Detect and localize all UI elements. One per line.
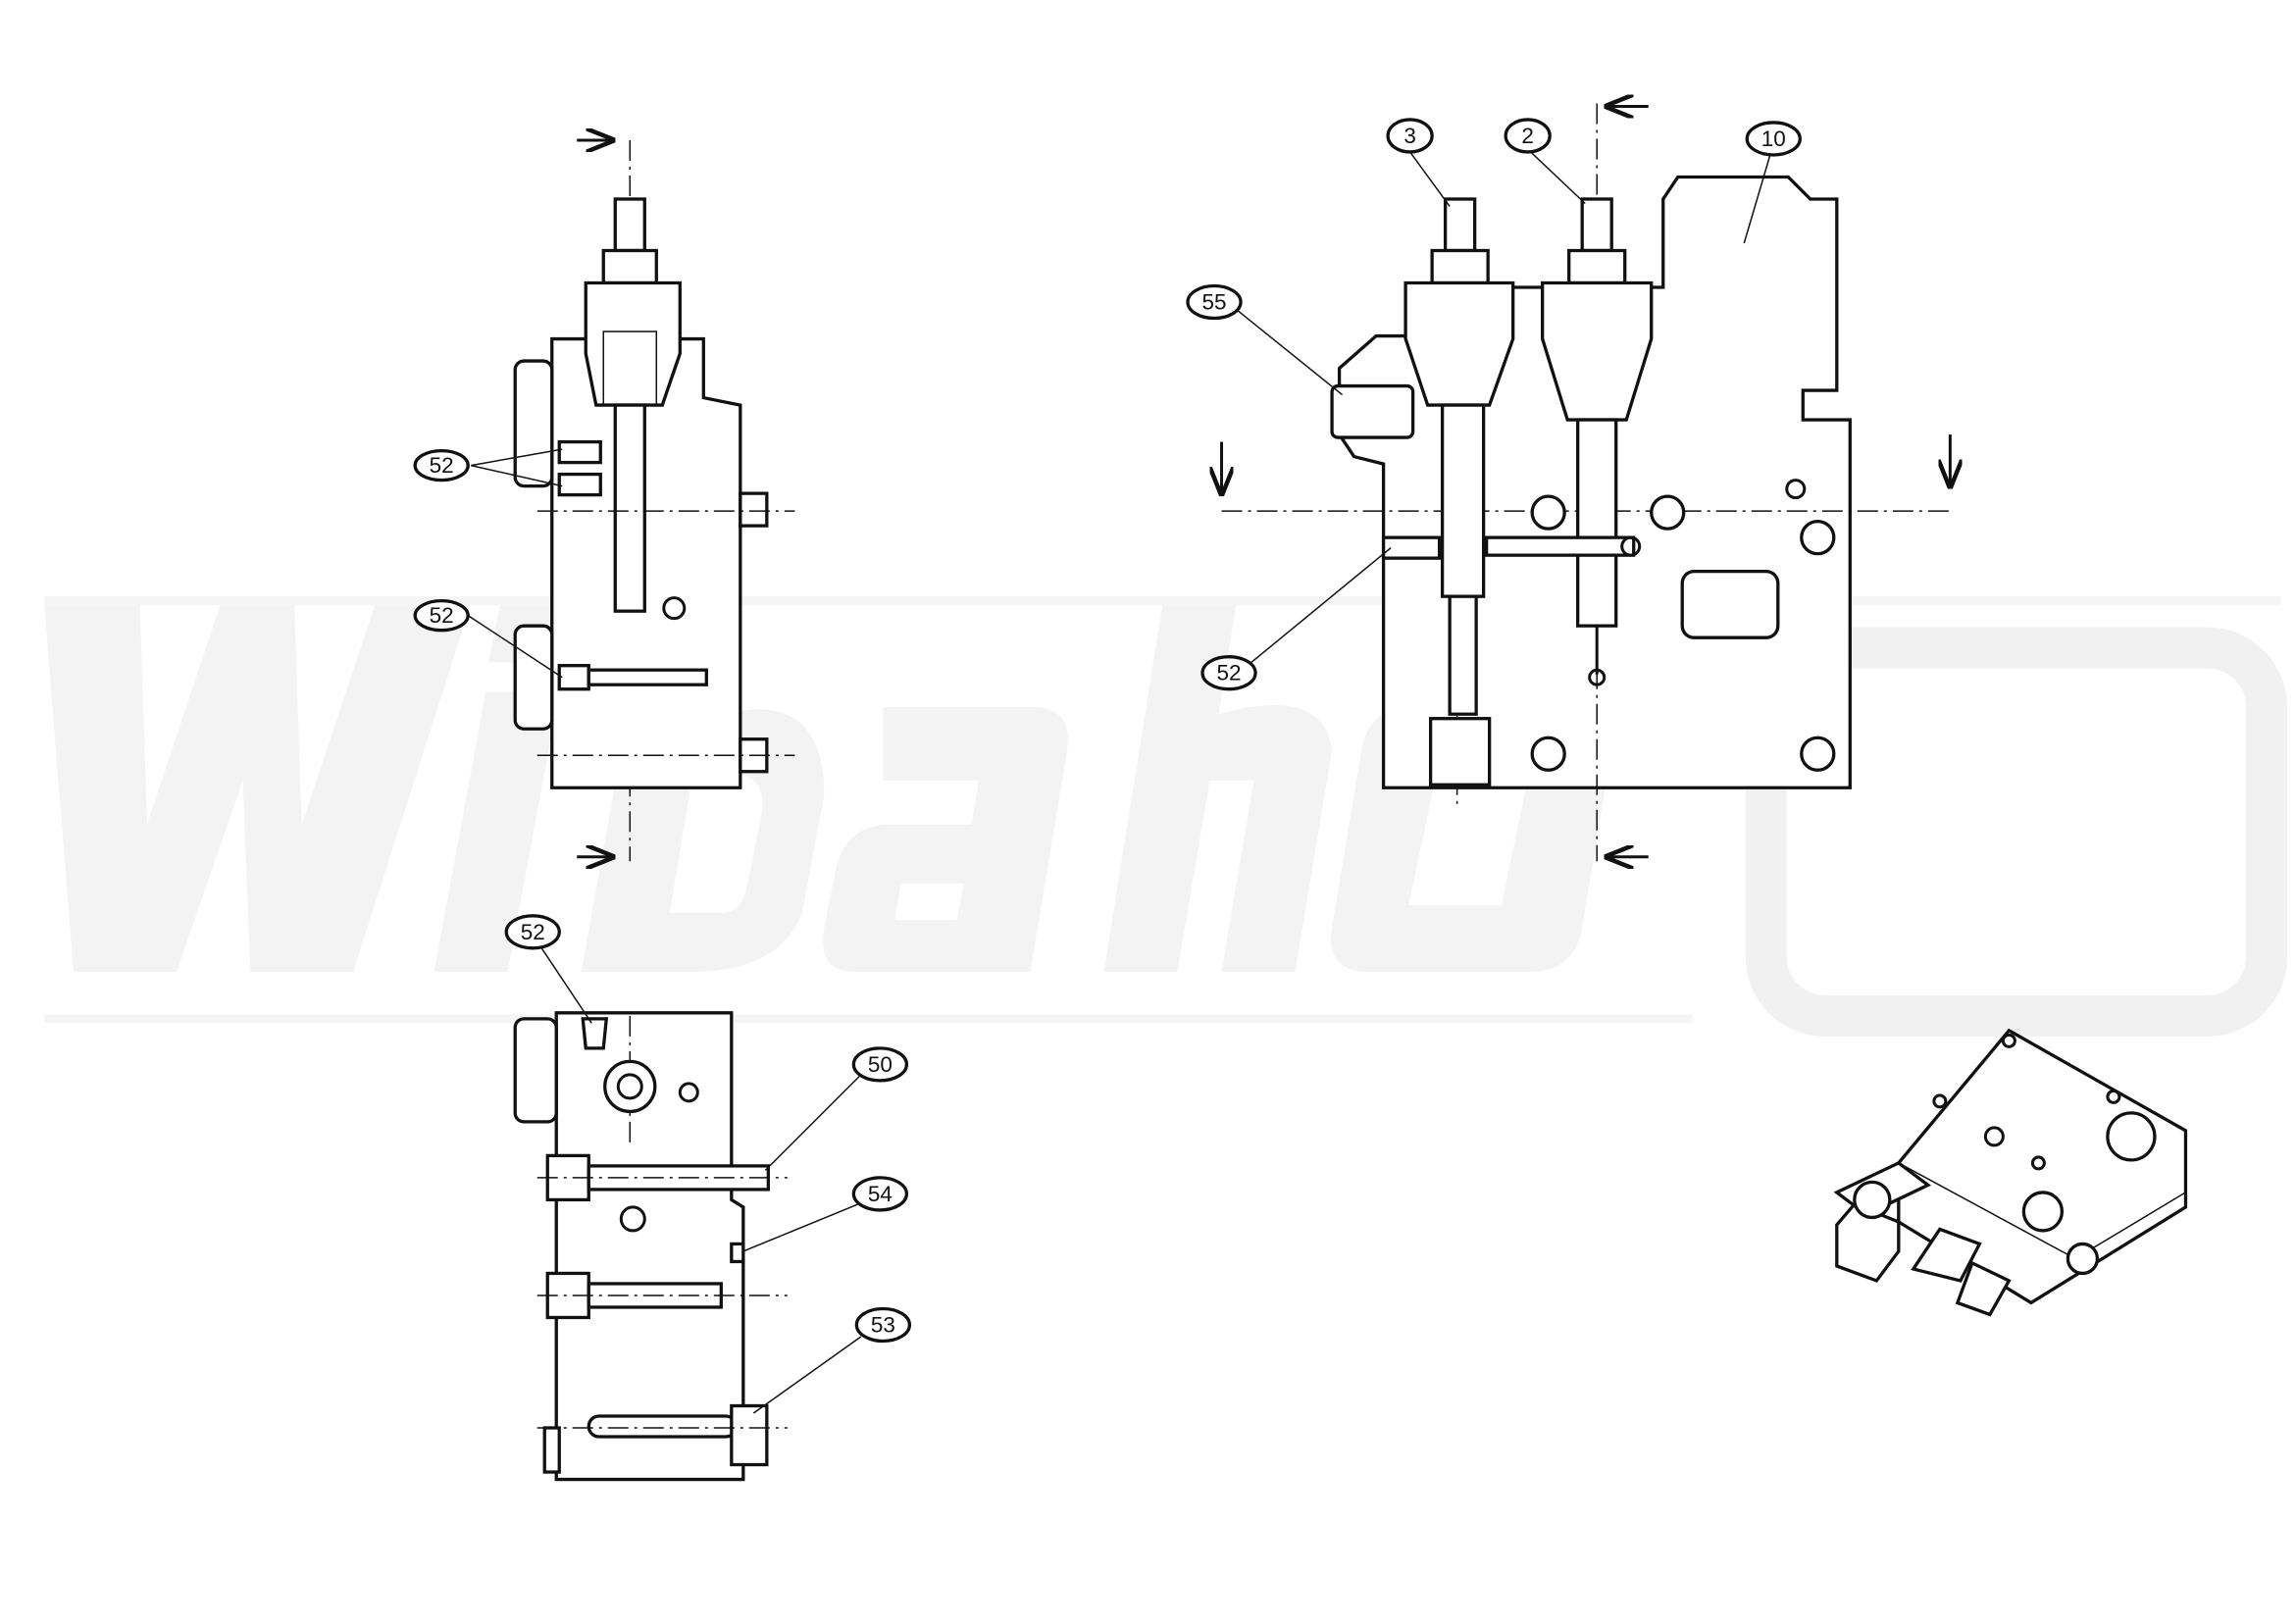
callout-label: 55 (1202, 290, 1227, 315)
callout-label: 2 (1521, 124, 1534, 148)
callout-label: 3 (1403, 124, 1416, 148)
callout-label: 52 (521, 920, 545, 944)
bottom-view (513, 1011, 788, 1482)
callout-label: 52 (430, 603, 454, 628)
callout-label: 10 (1761, 127, 1786, 151)
isometric-view (1833, 1028, 2188, 1317)
callout-label: 53 (871, 1312, 895, 1337)
callout-2: 2 (1504, 118, 1586, 205)
watermark-logo (44, 596, 2287, 1037)
callout-52-b: 52 (413, 599, 563, 679)
side-section-view (513, 140, 795, 861)
callout-10: 10 (1743, 121, 1802, 244)
callout-50: 50 (764, 1046, 909, 1171)
callout-label: 50 (868, 1052, 893, 1077)
callout-label: 52 (1217, 661, 1242, 685)
callout-52-d: 52 (504, 914, 592, 1024)
front-section-view (1222, 103, 1951, 861)
callout-52-c: 52 (1200, 547, 1392, 691)
callout-3: 3 (1386, 118, 1451, 207)
callout-54: 54 (742, 1176, 909, 1252)
callout-52-a: 52 (413, 448, 563, 487)
callout-53: 53 (752, 1306, 912, 1414)
callout-55: 55 (1186, 283, 1344, 396)
callout-label: 52 (430, 453, 454, 478)
callout-label: 54 (868, 1182, 893, 1206)
